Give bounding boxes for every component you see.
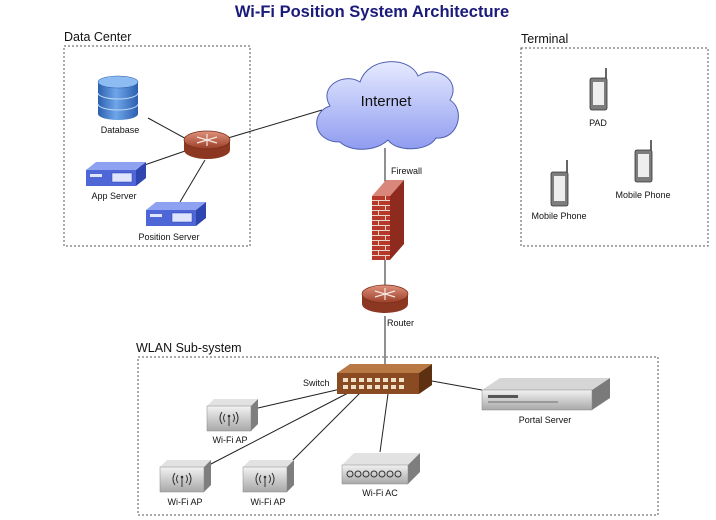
wifi-ac-label: Wi-Fi AC (362, 488, 398, 498)
portal-server-label: Portal Server (519, 415, 572, 425)
pad-label: PAD (589, 118, 607, 128)
diagram-title: Wi-Fi Position System Architecture (235, 3, 509, 21)
wlan-label: WLAN Sub-system (136, 341, 242, 355)
main-router-icon: Router (361, 284, 414, 328)
line-switch-ap1 (257, 387, 346, 409)
mobile-phone-1-label: Mobile Phone (531, 211, 586, 221)
router-label: Router (387, 318, 414, 328)
internet-label: Internet (361, 93, 413, 110)
terminal-label: Terminal (521, 32, 568, 46)
wifi-ap-2-label: Wi-Fi AP (168, 497, 203, 507)
connection-lines (129, 109, 483, 466)
line-positionserver-router (179, 159, 206, 203)
switch-icon: Switch (303, 364, 432, 394)
line-switch-ap2 (208, 391, 351, 466)
wifi-ap-1-label: Wi-Fi AP (213, 435, 248, 445)
firewall-label: Firewall (391, 166, 422, 176)
line-switch-ac (379, 393, 389, 453)
mobile-phone-2-icon: Mobile Phone (615, 140, 671, 200)
switch-label: Switch (303, 378, 330, 388)
wifi-ap-1-icon: Wi-Fi AP (206, 399, 258, 445)
data-center-label: Data Center (64, 30, 131, 44)
app-server-icon: App Server (86, 162, 146, 201)
position-server-icon: Position Server (138, 202, 206, 242)
terminal-box (520, 47, 709, 247)
app-server-label: App Server (91, 191, 136, 201)
wifi-ap-3-label: Wi-Fi AP (251, 497, 286, 507)
line-switch-portal (431, 380, 483, 391)
wlan-box (137, 356, 659, 516)
firewall-icon: Firewall (372, 166, 422, 260)
line-database-router (147, 117, 191, 142)
datacenter-router-icon (183, 130, 231, 159)
mobile-phone-2-label: Mobile Phone (615, 190, 670, 200)
mobile-phone-1-icon: Mobile Phone (531, 160, 587, 221)
line-router-internet (227, 109, 323, 139)
database-label: Database (101, 125, 140, 135)
wifi-ac-icon: Wi-Fi AC (341, 453, 420, 498)
data-center-box (63, 45, 251, 247)
position-server-label: Position Server (138, 232, 199, 242)
internet-cloud: Internet (316, 61, 459, 150)
wifi-ap-3-icon: Wi-Fi AP (242, 460, 294, 507)
database-icon: Database (97, 75, 140, 135)
pad-icon: PAD (589, 68, 607, 128)
line-switch-ap3 (287, 392, 361, 466)
portal-server-icon: Portal Server (481, 378, 610, 425)
wifi-ap-2-icon: Wi-Fi AP (159, 460, 211, 507)
